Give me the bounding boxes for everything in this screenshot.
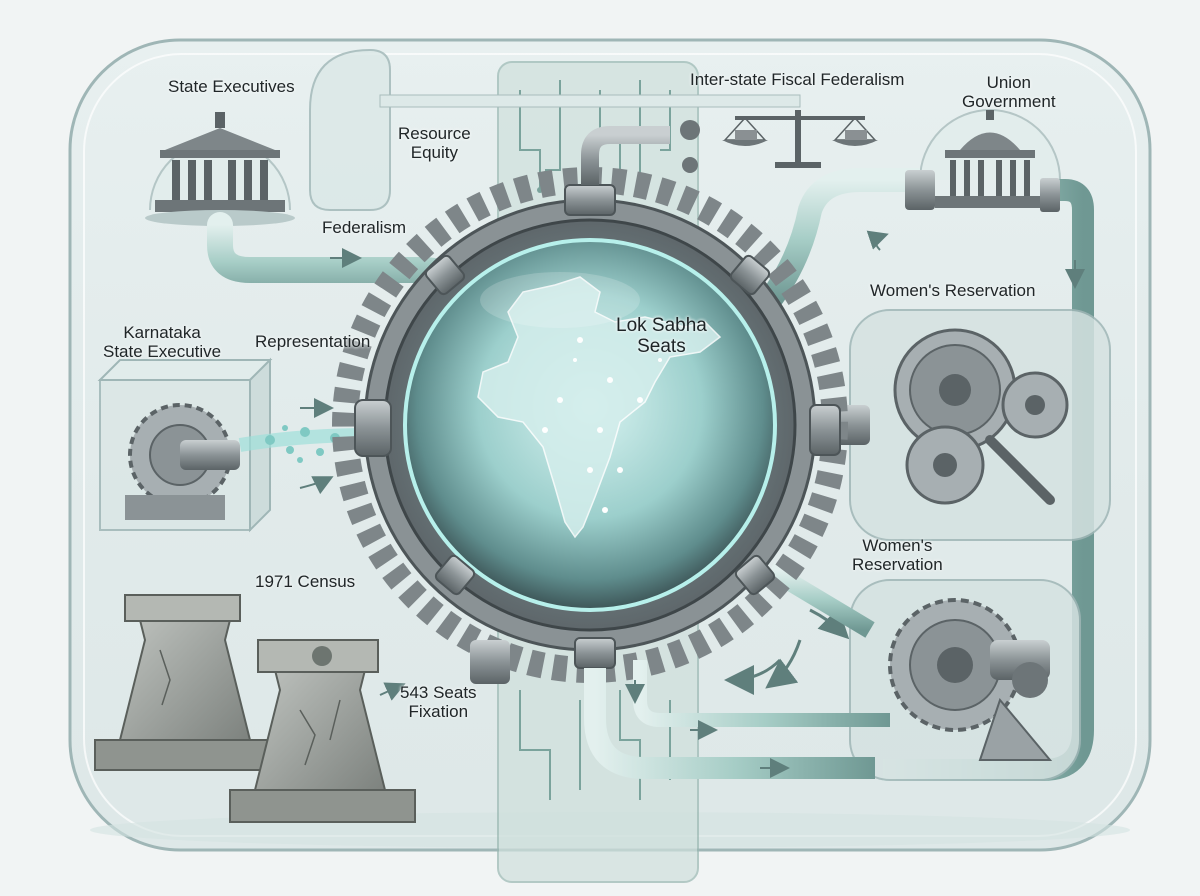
seats-arrow bbox=[379, 682, 406, 701]
state-executives-building bbox=[145, 112, 295, 226]
label-representation: Representation bbox=[255, 332, 371, 351]
label-womens-reservation-top: Women's Reservation bbox=[870, 281, 1036, 300]
label-resource-equity: Resource Equity bbox=[398, 124, 471, 162]
gear-housing-lower bbox=[849, 579, 1081, 781]
top-valve-pipe bbox=[581, 126, 670, 185]
top-glass-tube bbox=[309, 48, 801, 211]
scales-icon bbox=[722, 110, 878, 168]
label-karnataka-state-executive: Karnataka State Executive bbox=[103, 323, 222, 361]
label-543-seats-fixation: 543 Seats Fixation bbox=[400, 683, 477, 721]
flow-arrows-right bbox=[724, 607, 850, 695]
label-inter-state-fiscal-federalism: Inter-state Fiscal Federalism bbox=[690, 70, 905, 89]
label-union-government: Union Government bbox=[962, 73, 1056, 111]
label-lok-sabha-seats: Lok Sabha Seats bbox=[616, 315, 707, 357]
union-government-building bbox=[919, 109, 1061, 208]
gear-housing-upper bbox=[830, 309, 1111, 541]
label-federalism: Federalism bbox=[322, 218, 407, 237]
label-state-executives: State Executives bbox=[168, 77, 295, 96]
valve-knob-2 bbox=[682, 157, 698, 173]
valve-knob bbox=[680, 120, 700, 140]
label-womens-reservation-bottom: Women's Reservation bbox=[852, 536, 943, 574]
census-pillar bbox=[94, 594, 276, 771]
seats-pillar bbox=[229, 639, 416, 823]
orb-ports bbox=[354, 184, 841, 669]
orb-to-gear-pipe bbox=[765, 562, 875, 638]
karnataka-cube bbox=[97, 357, 273, 533]
label-1971-census: 1971 Census bbox=[255, 572, 356, 591]
